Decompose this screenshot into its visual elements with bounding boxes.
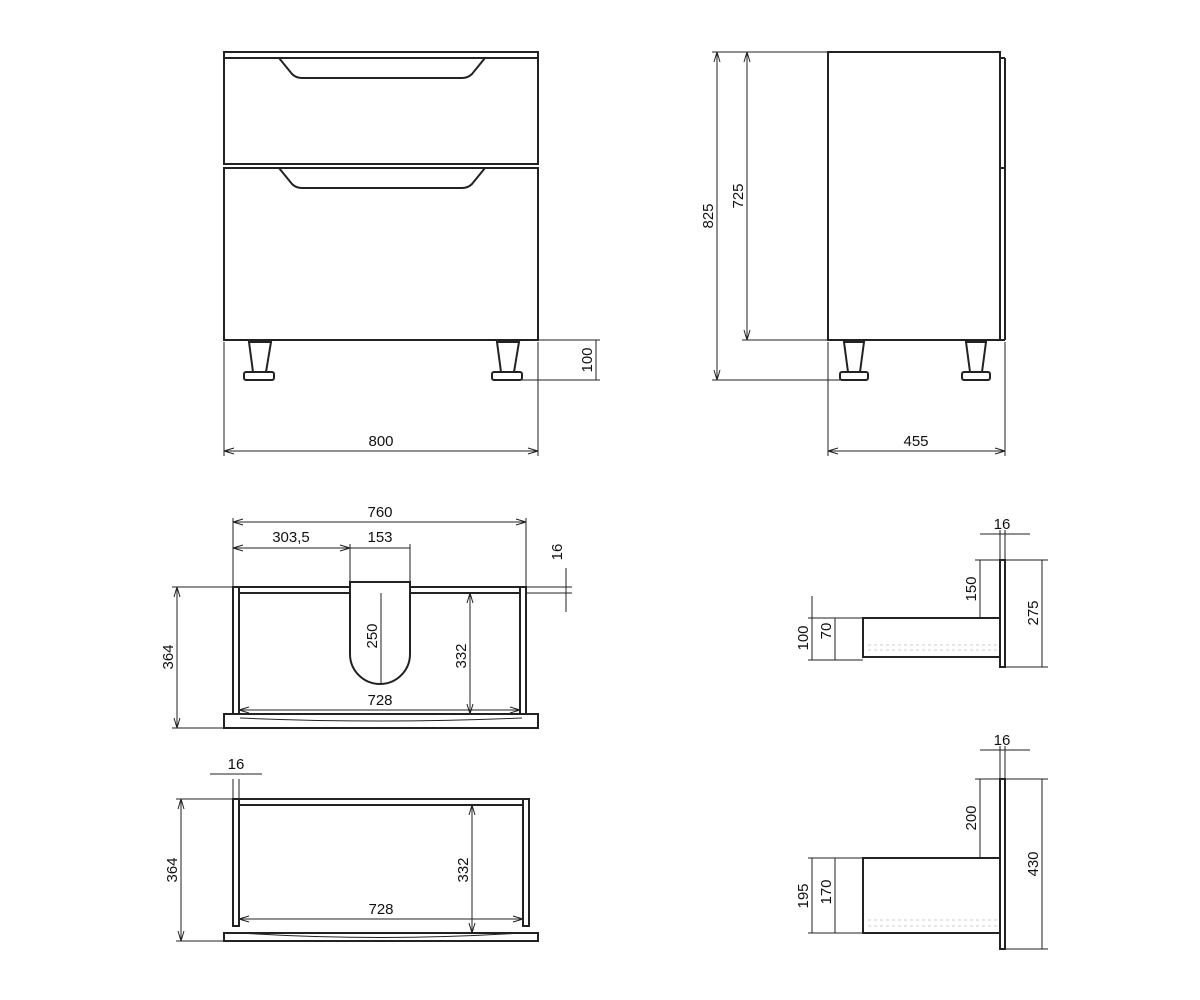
inner-depth-arrows <box>468 804 476 934</box>
right-leg <box>495 341 521 373</box>
section-bottom-outer-side-height-label: 195 <box>795 883 812 908</box>
side-right-leg <box>964 341 988 373</box>
left-leg-base <box>243 371 275 381</box>
front-panel <box>999 559 1006 668</box>
top-plan-inner-width-label: 728 <box>367 692 392 709</box>
front-width-label: 800 <box>368 433 393 450</box>
drawer-left-side <box>232 586 240 715</box>
section-top-inner-side-height-label: 70 <box>818 623 835 640</box>
cabinet-side <box>827 51 1001 341</box>
top-plan-thickness-label: 16 <box>549 544 566 561</box>
drawer-front-panel <box>223 713 539 729</box>
side-depth-label: 455 <box>903 433 928 450</box>
cutout-depth-label: 250 <box>364 623 381 648</box>
drawer-right-side <box>522 798 530 927</box>
side-left-leg <box>842 341 866 373</box>
section-bottom-upper-gap-label: 200 <box>963 805 980 830</box>
depth-arrows <box>827 447 1006 455</box>
inner-width-arrows <box>238 915 524 923</box>
foot-height-label: 100 <box>579 347 596 372</box>
total-height-arrows <box>713 51 721 381</box>
width-arrows <box>223 447 539 455</box>
bottom-drawer-section: 16 200 430 195 170 <box>795 732 1048 950</box>
section-top-upper-gap-label: 150 <box>963 576 980 601</box>
right-leg-base <box>491 371 523 381</box>
outer-width-arrows <box>232 518 527 526</box>
outer-width-label: 760 <box>367 504 392 521</box>
cutout-offset-label: 303,5 <box>272 529 310 546</box>
side-left-leg-base <box>839 371 869 381</box>
bottom-plan-thickness-label: 16 <box>228 756 245 773</box>
section-bottom-thickness-label: 16 <box>994 732 1011 749</box>
left-leg <box>247 341 273 373</box>
cutout-width-label: 153 <box>367 529 392 546</box>
drawer-left-side <box>232 798 240 927</box>
section-bottom-front-height-label: 430 <box>1025 851 1042 876</box>
section-top-front-height-label: 275 <box>1025 600 1042 625</box>
bottom-plan-inner-width-label: 728 <box>368 901 393 918</box>
total-height-label: 825 <box>700 203 717 228</box>
drawer-back-panel <box>232 798 530 806</box>
bottom-drawer-front <box>223 167 539 341</box>
drawer-front-panel <box>223 932 539 942</box>
section-bottom-inner-side-height-label: 170 <box>818 879 835 904</box>
drawer-box <box>862 857 1001 934</box>
side-view: 825 725 455 <box>700 51 1006 456</box>
front-view: 800 100 <box>223 51 600 456</box>
body-height-arrows <box>743 51 751 341</box>
plan-depth-arrows <box>177 798 185 942</box>
top-plan-depth-label: 364 <box>160 644 177 669</box>
drawer-front-inner-edge <box>239 717 523 722</box>
siphon-cutout <box>349 581 411 685</box>
cutout-offset-arrows <box>232 544 351 552</box>
body-height-label: 725 <box>730 183 747 208</box>
inner-depth-arrows <box>466 592 474 715</box>
bottom-plan-depth-label: 364 <box>164 857 181 882</box>
bottom-plan-inner-depth-label: 332 <box>455 857 472 882</box>
top-drawer-front <box>223 57 539 165</box>
side-right-leg-base <box>961 371 991 381</box>
top-drawer-section: 16 150 275 100 70 <box>795 516 1048 668</box>
drawer-box <box>862 617 1001 658</box>
bottom-drawer-handle <box>278 167 486 189</box>
top-drawer-handle <box>278 57 486 79</box>
drawer-right-side <box>519 586 527 715</box>
section-top-outer-side-height-label: 100 <box>795 625 812 650</box>
plan-depth-arrows <box>173 586 181 729</box>
bottom-drawer-plan: 16 364 332 728 <box>164 756 539 942</box>
drawer-front-inner-edge <box>239 932 523 938</box>
section-top-thickness-label: 16 <box>994 516 1011 533</box>
top-plan-inner-depth-label: 332 <box>453 643 470 668</box>
top-drawer-plan: 760 303,5 153 16 364 250 332 728 <box>160 504 572 729</box>
inner-width-arrows <box>238 706 521 714</box>
